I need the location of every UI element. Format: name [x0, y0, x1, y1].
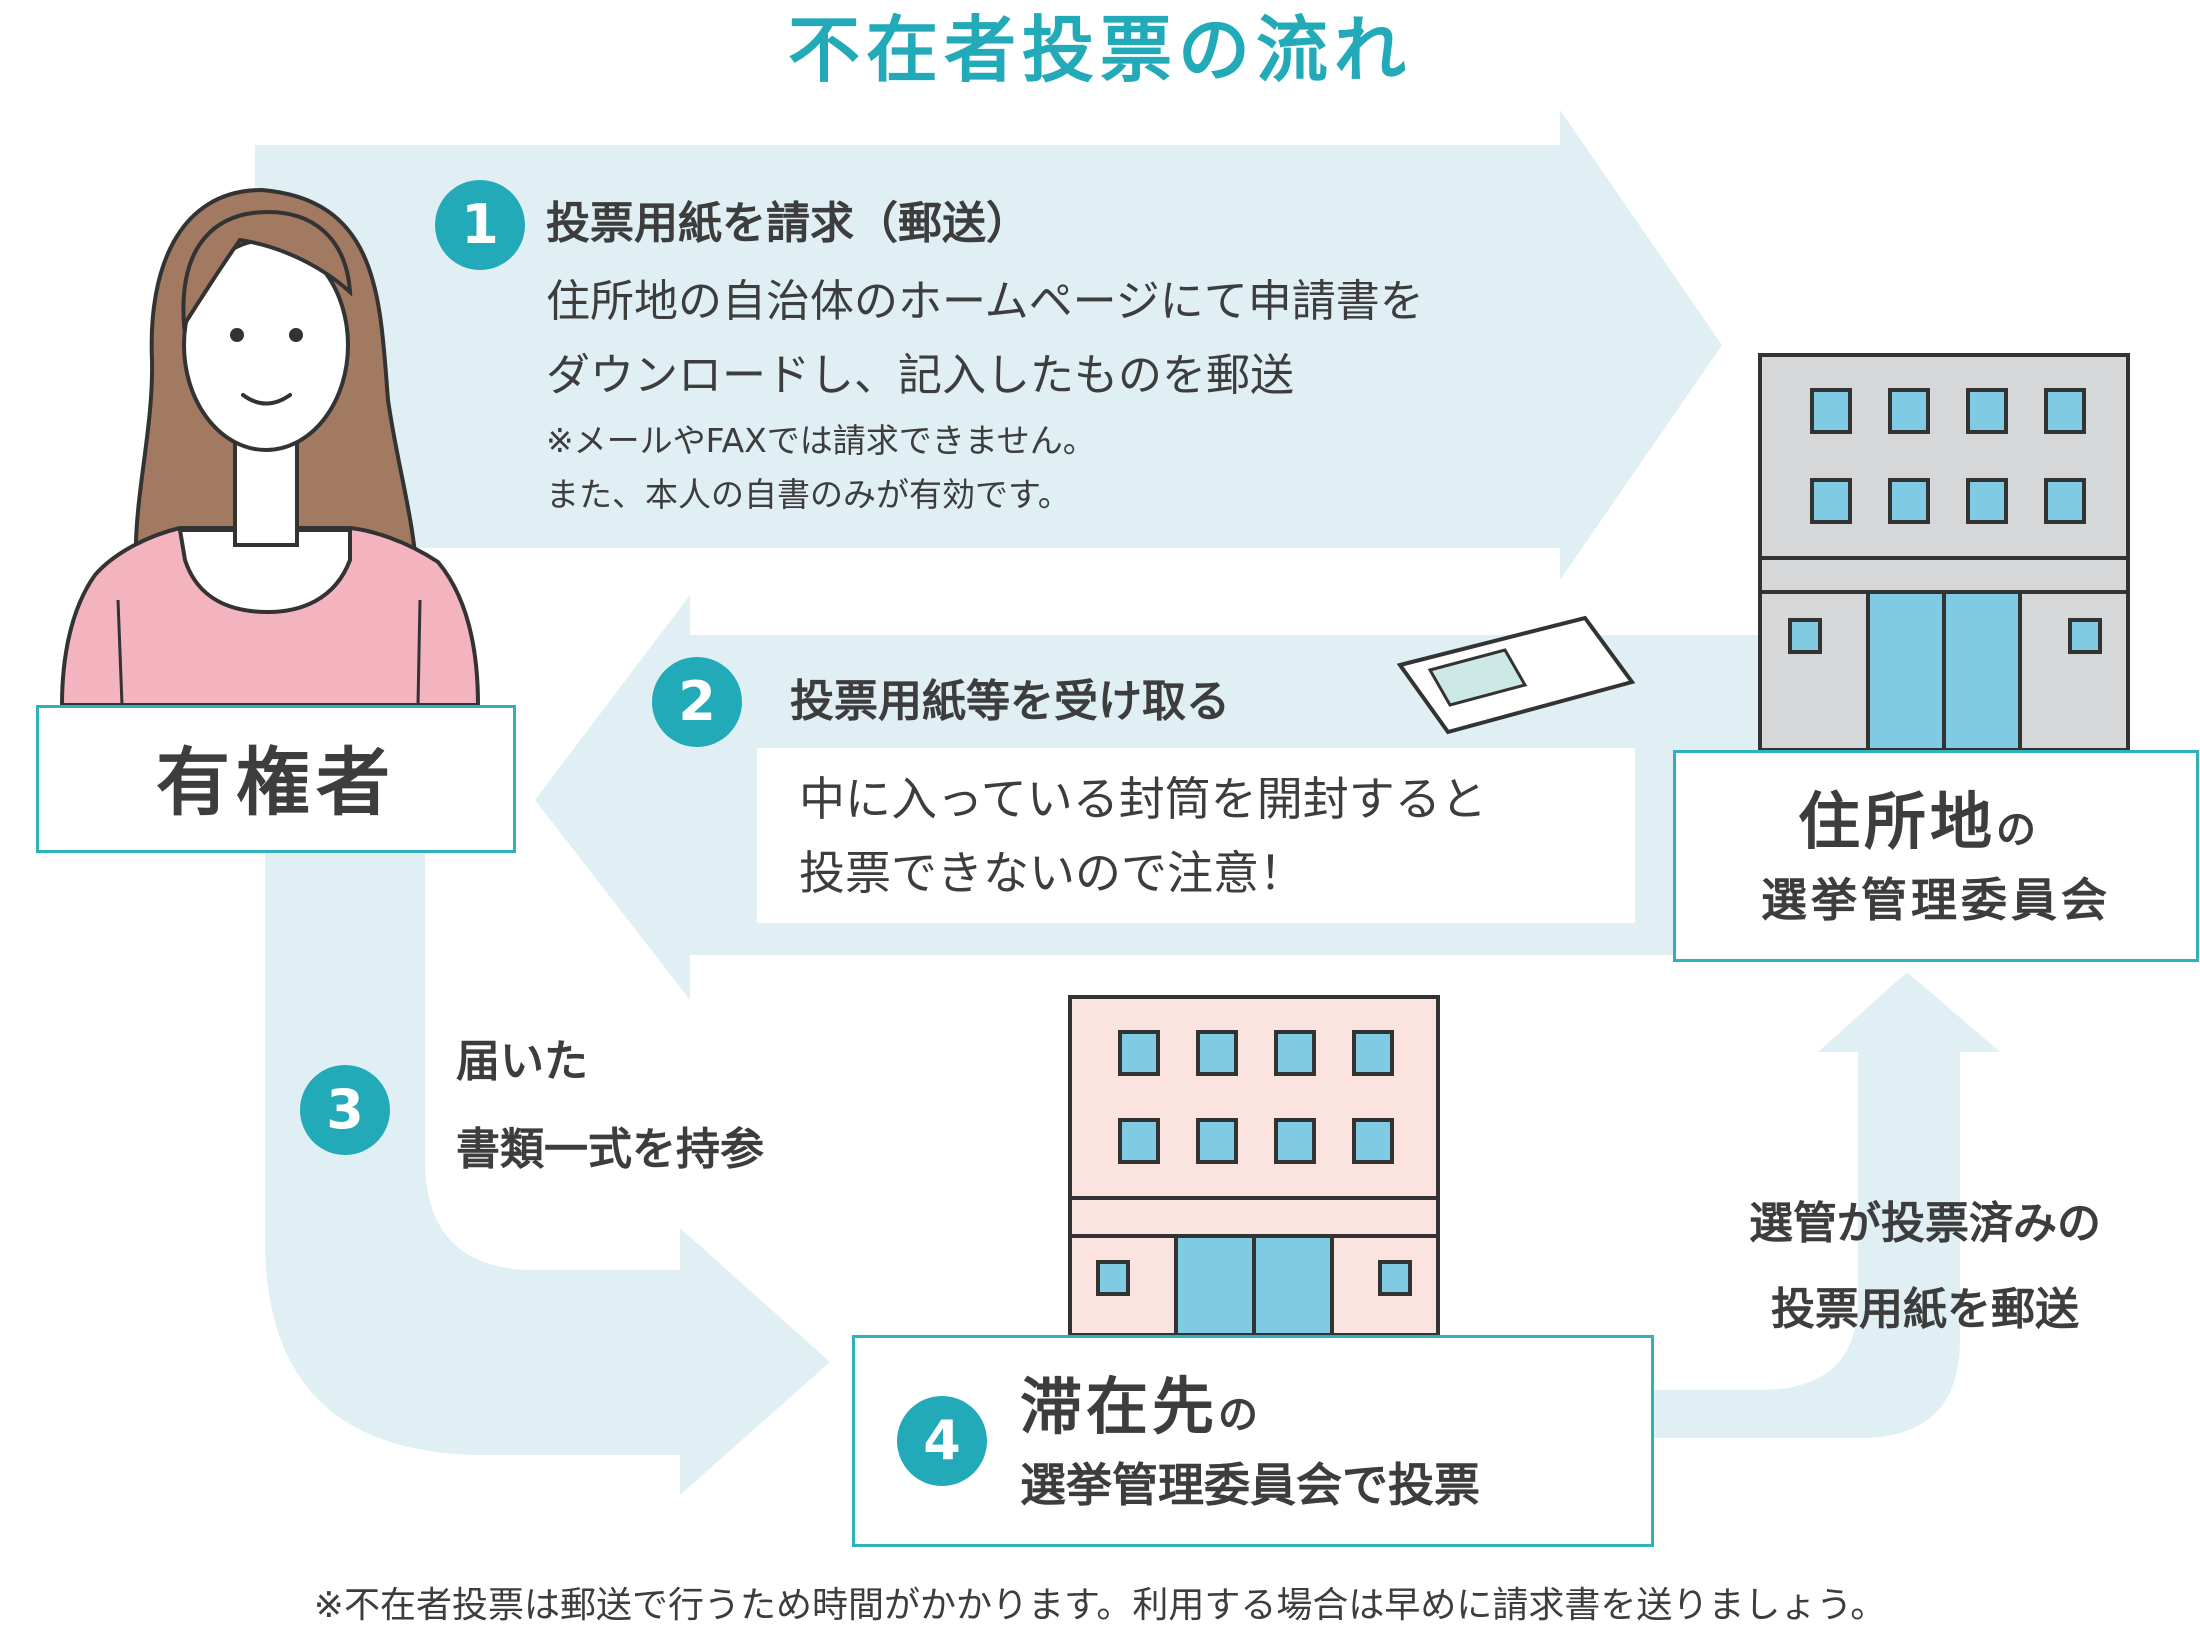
- window: [2044, 478, 2086, 524]
- voter-label-box: 有権者: [36, 705, 516, 853]
- voter-label: 有権者: [156, 740, 396, 826]
- window: [1966, 388, 2008, 434]
- step1-number-badge: 1: [435, 180, 525, 270]
- ballot-envelope-icon: [1396, 615, 1636, 735]
- step1-body-line2: ダウンロードし、記入したものを郵送: [546, 350, 1294, 401]
- voter-illustration: [59, 187, 481, 707]
- window: [1888, 388, 1930, 434]
- step1-note-line2: また、本人の自書のみが有効です。: [546, 475, 1071, 514]
- left-eye: [230, 328, 244, 342]
- window: [1118, 1030, 1160, 1076]
- mouth: [241, 393, 292, 406]
- step3-number-badge: 3: [300, 1065, 390, 1155]
- step4-number-badge: 4: [897, 1396, 987, 1486]
- step1-body-line1: 住所地の自治体のホームページにて申請書を: [546, 276, 1424, 327]
- envelope-window: [1427, 648, 1528, 707]
- arrow-mail-back: [1650, 972, 2000, 1438]
- step2-warning-line1: 中に入っている封筒を開封すると: [799, 772, 1487, 826]
- mail-back-line2: 投票用紙を郵送: [1771, 1284, 2079, 1335]
- step1-note-line1: ※メールやFAXでは請求できません。: [546, 421, 1096, 460]
- window: [1274, 1030, 1316, 1076]
- jacket: [59, 526, 481, 707]
- window: [1378, 1260, 1412, 1296]
- home-office-particle: の: [1996, 807, 2041, 853]
- stay-office-particle: の: [1218, 1392, 1263, 1438]
- stay-office-vote-box: 4 滞在先の 選挙管理委員会で投票: [852, 1335, 1654, 1547]
- window: [1196, 1030, 1238, 1076]
- window: [1118, 1118, 1160, 1164]
- window: [2068, 618, 2102, 654]
- window: [1274, 1118, 1316, 1164]
- step2-warning-box: 中に入っている封筒を開封すると 投票できないので注意！: [757, 748, 1635, 923]
- window: [2044, 388, 2086, 434]
- shirt: [177, 528, 352, 615]
- bangs: [181, 209, 353, 332]
- window: [1788, 618, 1822, 654]
- window: [1096, 1260, 1130, 1296]
- window: [1196, 1118, 1238, 1164]
- step2-heading: 投票用紙等を受け取る: [790, 676, 1230, 727]
- window: [1810, 388, 1852, 434]
- step2-number-badge: 2: [652, 657, 742, 747]
- step3-line1: 届いた: [456, 1036, 588, 1087]
- arrow-step1: [255, 110, 1722, 580]
- home-office-line1: 住所地: [1798, 785, 1997, 858]
- step3-line2: 書類一式を持参: [456, 1124, 764, 1175]
- step1-heading: 投票用紙を請求（郵送）: [546, 198, 1030, 249]
- mail-back-line1: 選管が投票済みの: [1749, 1198, 2101, 1249]
- step2-warning-line2: 投票できないので注意！: [799, 846, 1305, 900]
- window: [1966, 478, 2008, 524]
- right-eye: [289, 328, 303, 342]
- home-office-label-box: 住所地の 選挙管理委員会: [1673, 750, 2199, 962]
- home-office-name: 住所地の: [1798, 791, 2040, 853]
- arrow-step3: [265, 850, 830, 1495]
- stay-office-line2: 選挙管理委員会で投票: [1020, 1458, 1480, 1512]
- stay-office-building: [1068, 995, 1440, 1337]
- page-title: 不在者投票の流れ: [787, 8, 1412, 92]
- jacket-line-left: [116, 599, 124, 706]
- stay-office-line1: 滞在先: [1020, 1370, 1219, 1443]
- window: [1888, 478, 1930, 524]
- jacket-line-right: [416, 599, 422, 706]
- footer-note: ※不在者投票は郵送で行うため時間がかかります。利用する場合は早めに請求書を送りま…: [313, 1585, 1887, 1626]
- neck: [233, 438, 299, 547]
- stay-office-name: 滞在先の: [1020, 1376, 1262, 1438]
- window: [1810, 478, 1852, 524]
- home-office-line2: 選挙管理委員会: [1761, 873, 2111, 927]
- window: [1352, 1030, 1394, 1076]
- window: [1352, 1118, 1394, 1164]
- home-office-building: [1758, 353, 2130, 752]
